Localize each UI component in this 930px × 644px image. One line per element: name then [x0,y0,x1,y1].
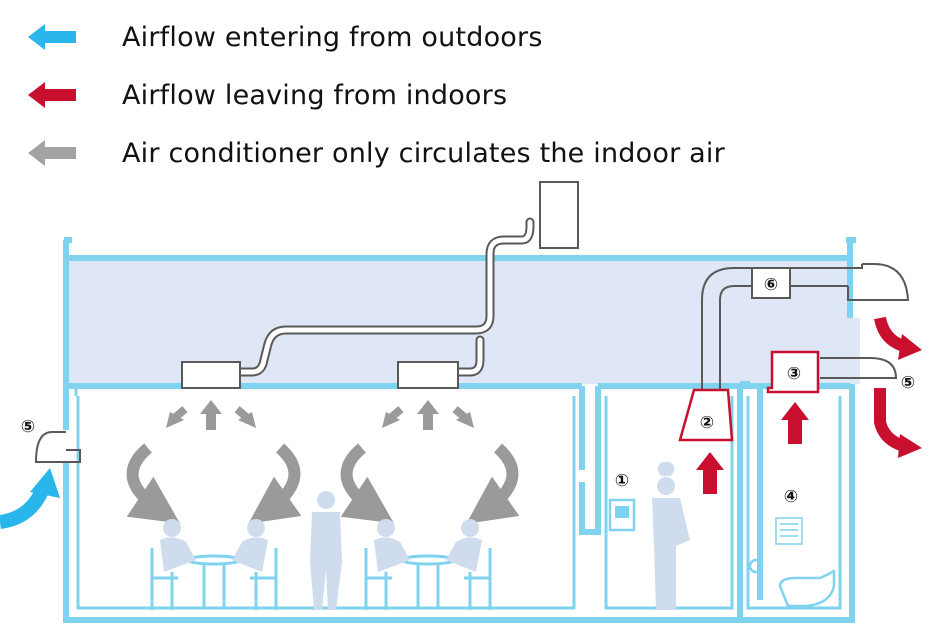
red-left-arrow-icon [28,82,76,108]
exhaust-duct [34,263,910,463]
exhaust-arrows [696,402,809,494]
markers: ① ② ③ ④ ⑤ ⑤ ⑥ [21,275,915,507]
legend-label-indoor: Airflow leaving from indoors [122,79,508,111]
blue-left-arrow-icon [28,24,76,50]
legend-label-outdoor: Airflow entering from outdoors [122,21,543,53]
marker-3: ③ [787,364,801,384]
toilet-vent-grille [775,517,803,545]
legend-item-indoor-airflow: Airflow leaving from indoors [28,66,828,124]
toilet-fan [766,350,820,394]
heat-exchanger-unit [751,267,791,299]
ceiling-cassette-right [397,361,459,389]
outdoor-unit [539,181,579,249]
marker-1: ① [615,471,629,491]
marker-4: ④ [784,487,798,507]
marker-5-right: ⑤ [901,373,915,393]
people-silhouettes [160,462,690,610]
marker-6: ⑥ [764,275,778,295]
building-walls [63,237,856,623]
kitchen-exhaust-arrow [696,452,724,494]
circulation-arrows [126,443,520,524]
legend-item-outdoor-airflow: Airflow entering from outdoors [28,8,828,66]
marker-2: ② [700,413,714,433]
legend-item-circulation: Air conditioner only circulates the indo… [28,124,828,182]
legend-label-circulation: Air conditioner only circulates the indo… [122,137,725,169]
downflow-arrows [166,400,474,430]
toilet [748,558,836,608]
ceiling-cassette-left [181,361,241,389]
legend: Airflow entering from outdoors Airflow l… [28,8,828,182]
toilet-exhaust-arrow [781,402,809,444]
gray-left-arrow-icon [28,140,76,166]
kitchen-hood [678,388,734,442]
wall-controller [608,498,636,532]
marker-5-left: ⑤ [21,417,35,437]
